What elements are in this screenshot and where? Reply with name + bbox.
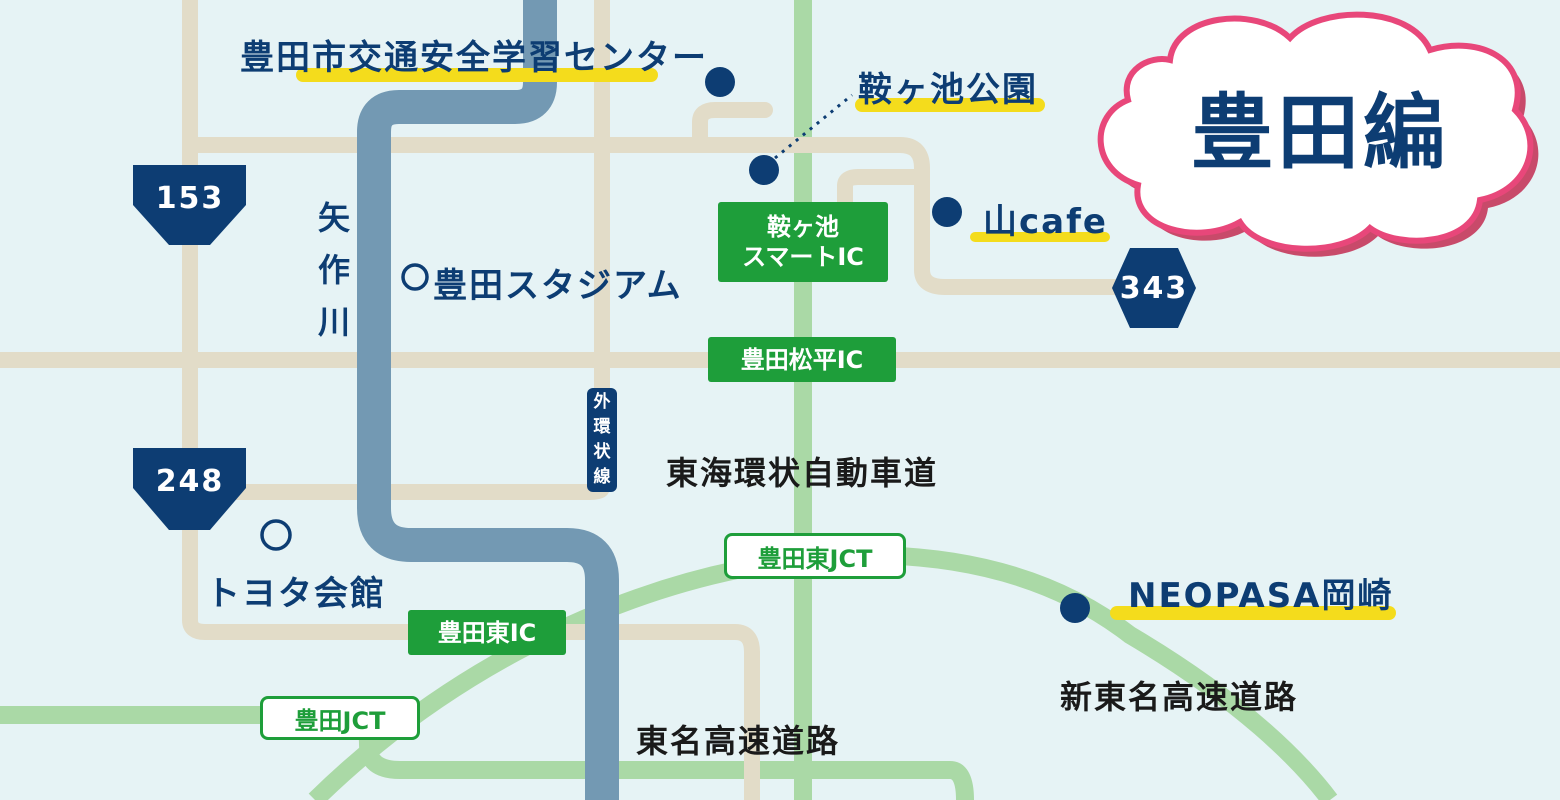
label-stadium[interactable]: 豊田スタジアム	[433, 266, 683, 306]
route-153-label: 153	[155, 180, 225, 216]
dot-yamacafe	[932, 197, 962, 227]
dot-neopasa	[1060, 593, 1090, 623]
jct-toyota[interactable]: 豊田JCT	[260, 696, 420, 740]
ring-toyota-kaikan	[260, 519, 292, 551]
label-traffic-center[interactable]: 豊田市交通安全学習センター	[240, 38, 708, 78]
highlight-traffic-center	[296, 68, 658, 82]
highlight-yamacafe	[970, 232, 1110, 242]
shield-153-shape	[133, 165, 246, 245]
label-toyota-kaikan[interactable]: トヨタ会館	[206, 574, 386, 614]
shield-343-shape	[1112, 248, 1196, 328]
highlight-neopasa	[1110, 606, 1396, 620]
road-upper	[182, 137, 1148, 295]
route-248-label: 248	[155, 463, 225, 499]
dot-traffic-center	[705, 67, 735, 97]
yahagi-river	[357, 0, 619, 800]
leader-kuragaike	[774, 93, 853, 160]
road-center-top	[692, 102, 773, 146]
label-yamacafe[interactable]: 山cafe	[983, 202, 1108, 242]
route-343-label: 343	[1119, 270, 1189, 306]
shield-248-shape	[133, 448, 246, 530]
label-tokai-kanjo: 東海環状自動車道	[666, 454, 939, 492]
label-neopasa[interactable]: NEOPASA岡崎	[1128, 576, 1394, 616]
ic-toyota-matsudaira[interactable]: 豊田松平IC	[708, 337, 896, 382]
map-title: 豊田編	[1190, 85, 1449, 181]
ic-kuragaike-smart[interactable]: 鞍ヶ池 スマートIC	[718, 202, 888, 282]
label-shin-tomei: 新東名高速道路	[1060, 678, 1299, 716]
ring-stadium	[401, 263, 429, 291]
dot-kuragaike-park	[749, 155, 779, 185]
label-tomei: 東名高速道路	[636, 722, 841, 760]
jct-toyota-higashi[interactable]: 豊田東JCT	[724, 533, 906, 579]
ic-toyota-higashi[interactable]: 豊田東IC	[408, 610, 566, 655]
road-kuragaike-loop	[837, 169, 930, 228]
label-outer-ring: 外環状線	[587, 388, 617, 492]
label-kuragaike-park[interactable]: 鞍ヶ池公園	[858, 70, 1038, 110]
label-yahagi-river: 矢作川	[317, 199, 350, 341]
highlight-kuragaike-park	[855, 98, 1045, 112]
title-cloud	[1097, 11, 1539, 257]
